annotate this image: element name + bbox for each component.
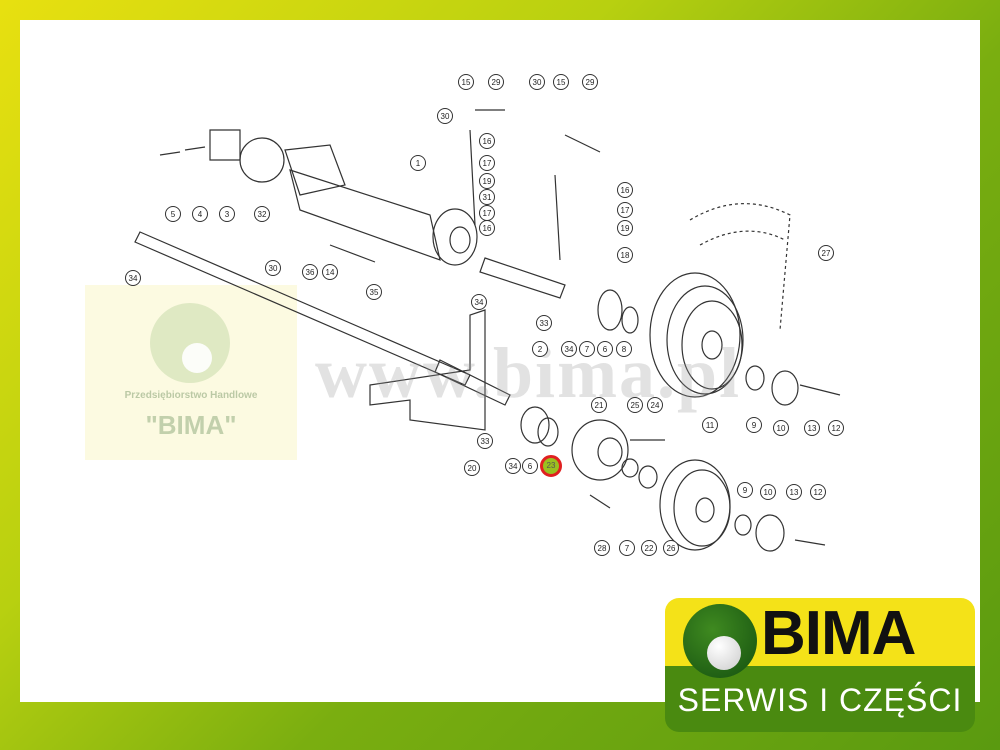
part-callout: 25 bbox=[627, 397, 643, 413]
part-callout: 13 bbox=[786, 484, 802, 500]
hub-flange bbox=[520, 406, 658, 489]
part-callout: 24 bbox=[647, 397, 663, 413]
part-callout: 10 bbox=[760, 484, 776, 500]
belt-guard bbox=[689, 203, 791, 331]
pulley-lower bbox=[659, 459, 785, 552]
frame-bracket bbox=[369, 309, 486, 431]
part-callout: 10 bbox=[773, 420, 789, 436]
part-callout: 13 bbox=[804, 420, 820, 436]
part-callout: 7 bbox=[619, 540, 635, 556]
part-callout: 21 bbox=[591, 397, 607, 413]
part-callout: 34 bbox=[505, 458, 521, 474]
part-callout: 12 bbox=[828, 420, 844, 436]
part-callout: 2 bbox=[532, 341, 548, 357]
part-callout: 16 bbox=[479, 220, 495, 236]
bima-logo: BIMA SERWIS I CZĘŚCI bbox=[665, 598, 975, 738]
part-callout: 33 bbox=[477, 433, 493, 449]
part-callout: 5 bbox=[165, 206, 181, 222]
part-callout: 6 bbox=[522, 458, 538, 474]
part-callout: 17 bbox=[479, 205, 495, 221]
part-callout: 31 bbox=[479, 189, 495, 205]
part-callout: 34 bbox=[471, 294, 487, 310]
part-callout: 34 bbox=[125, 270, 141, 286]
highlighted-part-callout: 23 bbox=[540, 455, 562, 477]
part-callout: 19 bbox=[617, 220, 633, 236]
part-callout: 33 bbox=[536, 315, 552, 331]
part-callout: 16 bbox=[479, 133, 495, 149]
part-callout: 28 bbox=[594, 540, 610, 556]
watermark-company-line: Przedsiębiorstwo Handlowe bbox=[124, 390, 258, 401]
shaft-housing bbox=[284, 144, 478, 266]
part-callout: 17 bbox=[617, 202, 633, 218]
bolts-and-pins bbox=[159, 109, 841, 546]
part-callout: 1 bbox=[410, 155, 426, 171]
part-callout: 30 bbox=[265, 260, 281, 276]
part-callout: 26 bbox=[663, 540, 679, 556]
part-callout: 20 bbox=[464, 460, 480, 476]
pulley-upper bbox=[649, 272, 799, 406]
part-callout: 29 bbox=[582, 74, 598, 90]
part-callout: 9 bbox=[737, 482, 753, 498]
logo-tagline: SERWIS I CZĘŚCI bbox=[677, 682, 963, 718]
part-callout: 30 bbox=[437, 108, 453, 124]
part-callout: 29 bbox=[488, 74, 504, 90]
part-callout: 30 bbox=[529, 74, 545, 90]
part-callout: 32 bbox=[254, 206, 270, 222]
part-callout: 15 bbox=[458, 74, 474, 90]
part-callout: 11 bbox=[702, 417, 718, 433]
part-callout: 27 bbox=[818, 245, 834, 261]
part-callout: 22 bbox=[641, 540, 657, 556]
part-callout: 19 bbox=[479, 173, 495, 189]
part-callout: 17 bbox=[479, 155, 495, 171]
shaft-upper bbox=[479, 257, 639, 334]
main-shaft bbox=[134, 231, 511, 406]
watermark-company-badge: Przedsiębiorstwo Handlowe "BIMA" bbox=[85, 285, 297, 460]
part-callout: 34 bbox=[561, 341, 577, 357]
part-callout: 14 bbox=[322, 264, 338, 280]
part-callout: 36 bbox=[302, 264, 318, 280]
part-callout: 6 bbox=[597, 341, 613, 357]
part-callout: 9 bbox=[746, 417, 762, 433]
part-callout: 4 bbox=[192, 206, 208, 222]
part-callout: 18 bbox=[617, 247, 633, 263]
part-callout: 7 bbox=[579, 341, 595, 357]
watermark-company-name: "BIMA" bbox=[145, 410, 237, 440]
logo-name: BIMA bbox=[761, 599, 916, 668]
watermark-ball-highlight bbox=[182, 343, 212, 373]
part-callout: 16 bbox=[617, 182, 633, 198]
logo-ball-highlight bbox=[707, 636, 741, 670]
watermark-url: www.bima.pl bbox=[315, 333, 742, 413]
part-callout: 3 bbox=[219, 206, 235, 222]
part-callout: 35 bbox=[366, 284, 382, 300]
part-callout: 15 bbox=[553, 74, 569, 90]
part-callout: 8 bbox=[616, 341, 632, 357]
part-callout: 12 bbox=[810, 484, 826, 500]
